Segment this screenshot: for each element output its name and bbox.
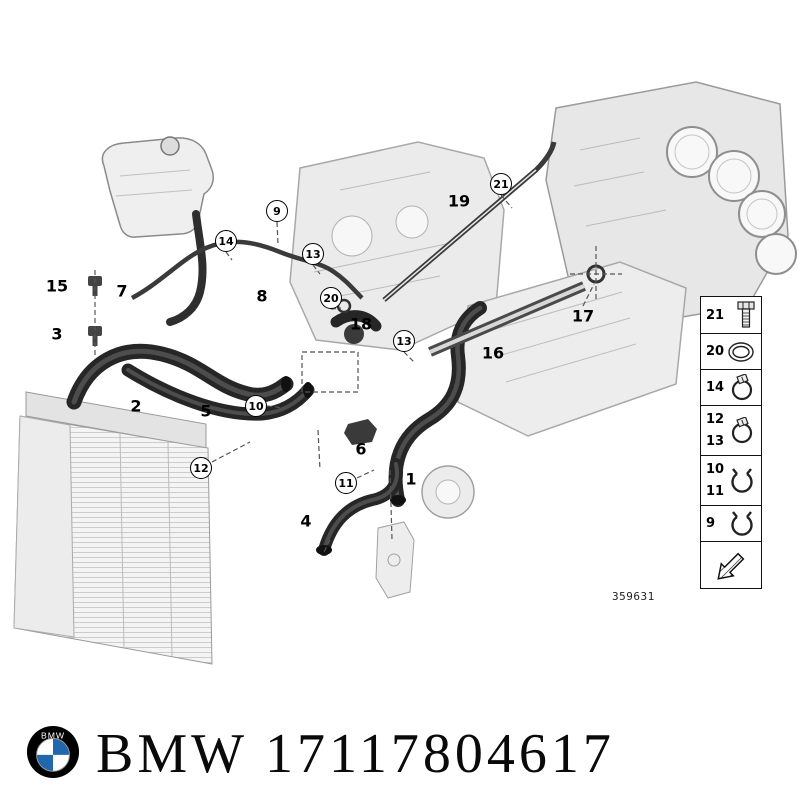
legend-labels: 21	[706, 309, 724, 322]
parts-diagram-art	[13, 81, 797, 665]
callout-20: 20	[320, 287, 342, 309]
bolt-icon	[736, 300, 756, 330]
callout-9: 9	[266, 200, 288, 222]
arrow-hatched-icon	[713, 548, 749, 582]
hose-clamp-icon	[728, 416, 756, 445]
radiator-illustration	[13, 391, 213, 665]
pipes-illustration	[130, 141, 586, 357]
legend-label: 13	[706, 434, 725, 449]
callout-15: 15	[45, 276, 69, 296]
callout-19: 19	[447, 191, 471, 211]
expansion-tank-illustration	[101, 136, 215, 238]
bmw-logo: BMW	[26, 725, 80, 783]
hose-clamp-icon	[728, 373, 756, 402]
callout-4: 4	[300, 511, 312, 531]
callout-6: 6	[355, 439, 367, 459]
leader-lines	[94, 194, 622, 553]
legend-labels: 20	[706, 345, 724, 358]
legend-label: 12	[706, 412, 725, 427]
callout-12: 12	[190, 457, 212, 479]
callout-18: 18	[349, 314, 373, 334]
legend-label: 21	[706, 307, 725, 323]
legend-row	[701, 542, 761, 588]
hoses-illustration	[66, 210, 487, 556]
legend-labels: 9	[706, 517, 715, 530]
callout-8: 8	[256, 286, 268, 306]
o-ring-icon	[726, 340, 756, 364]
callout-21: 21	[490, 173, 512, 195]
callout-3: 3	[51, 324, 63, 344]
callout-10: 10	[245, 395, 267, 417]
callout-5: 5	[200, 401, 212, 421]
callout-7: 7	[116, 281, 128, 301]
legend-label: 9	[706, 516, 716, 531]
part-number-text: BMW 17117804617	[96, 726, 615, 782]
brand-text: BMW	[96, 723, 247, 785]
callout-2: 2	[130, 396, 142, 416]
legend-label: 10	[706, 462, 725, 477]
legend-row: 21	[701, 297, 761, 334]
callout-17: 17	[571, 306, 595, 326]
part-number: 17117804617	[265, 723, 615, 785]
legend-row: 14	[701, 370, 761, 406]
legend-label: 20	[706, 344, 725, 359]
legend-row: 20	[701, 334, 761, 370]
legend-row: 9	[701, 506, 761, 542]
bmw-roundel-icon: BMW	[26, 725, 80, 779]
callout-16: 16	[481, 343, 505, 363]
callout-1: 1	[405, 469, 417, 489]
branding: BMW BMW 17117804617	[0, 716, 800, 792]
diagram-number: 359631	[612, 590, 655, 603]
callout-14: 14	[215, 230, 237, 252]
water-pump-illustration	[421, 465, 475, 519]
spring-clamp-icon	[728, 510, 756, 537]
spring-clamp-icon	[728, 467, 756, 494]
legend-label: 14	[706, 380, 725, 395]
legend-label: 11	[706, 484, 725, 499]
valve-cover-illustration	[457, 261, 687, 437]
callout-13: 13	[393, 330, 415, 352]
callout-13: 13	[302, 243, 324, 265]
engine-center-illustration	[289, 141, 505, 351]
bracket-illustration	[375, 521, 415, 599]
legend-labels: 14	[706, 381, 724, 394]
callout-11: 11	[335, 472, 357, 494]
svg-text:BMW: BMW	[41, 731, 65, 741]
